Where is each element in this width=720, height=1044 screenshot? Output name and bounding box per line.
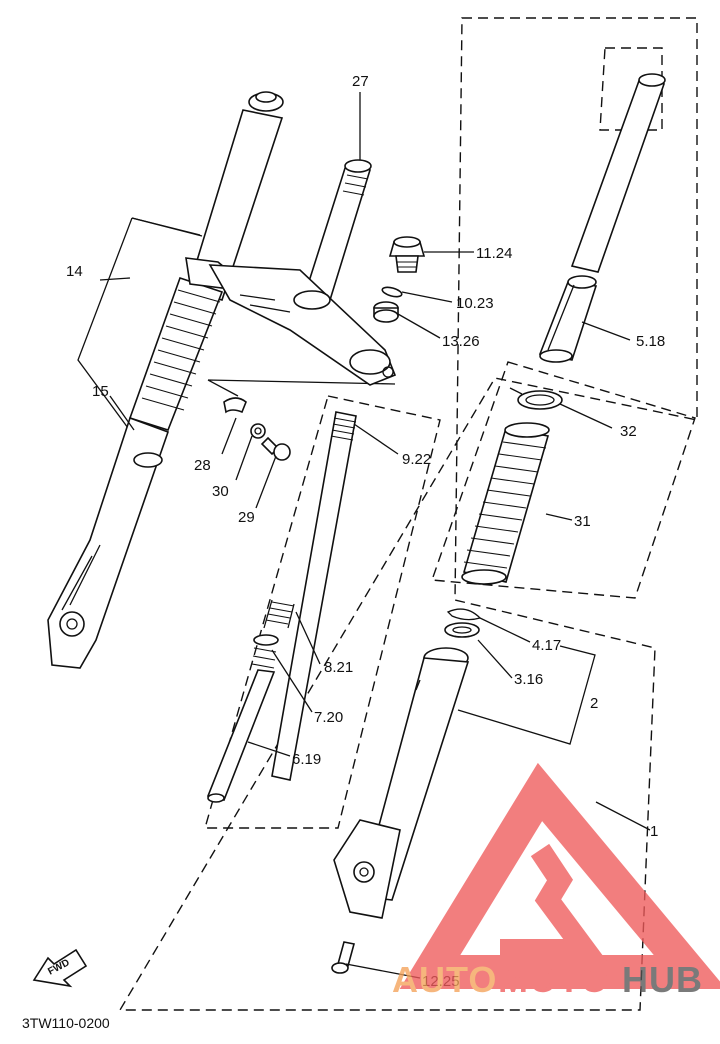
label-7: 7.20 bbox=[314, 709, 343, 726]
label-30: 30 bbox=[212, 483, 229, 500]
label-10: 10.23 bbox=[456, 295, 494, 312]
diagram-code: 3TW110-0200 bbox=[22, 1015, 110, 1031]
steering-stem-27 bbox=[208, 159, 397, 386]
fwd-arrow-icon: FWD bbox=[32, 948, 88, 988]
spring-8 bbox=[263, 599, 295, 629]
label-5: 5.18 bbox=[636, 333, 665, 350]
fork-boot-31 bbox=[461, 422, 550, 585]
spacer-13 bbox=[373, 301, 399, 323]
label-11: 11.24 bbox=[476, 245, 512, 262]
cap-bolt-11 bbox=[388, 236, 426, 273]
label-4: 4.17 bbox=[532, 637, 561, 654]
left-fork-assembly bbox=[47, 91, 284, 669]
clamp-ring-32 bbox=[509, 387, 563, 410]
label-15: 15 bbox=[92, 383, 109, 400]
automotohub-logo: AUTO MOTO HUB bbox=[392, 762, 720, 1000]
boot-outline bbox=[431, 361, 696, 599]
label-9: 9.22 bbox=[402, 451, 431, 468]
piston-ring-7 bbox=[251, 634, 279, 669]
label-29: 29 bbox=[238, 509, 255, 526]
label-31: 31 bbox=[574, 513, 591, 530]
logo-text-hub: HUB bbox=[622, 959, 703, 1000]
label-2: 2 bbox=[590, 695, 598, 712]
label-27: 27 bbox=[352, 73, 369, 90]
leader-lines bbox=[99, 92, 651, 979]
clip-28 bbox=[223, 397, 247, 414]
inner-tube-5 bbox=[538, 73, 666, 363]
logo-text-auto: AUTO bbox=[392, 959, 497, 1000]
label-3: 3.16 bbox=[514, 671, 543, 688]
label-14: 14 bbox=[66, 263, 83, 280]
o-ring-10 bbox=[381, 286, 403, 298]
fork-spring-9 bbox=[271, 411, 357, 781]
label-28: 28 bbox=[194, 457, 211, 474]
oil-seal-clip-4 bbox=[446, 608, 482, 621]
label-32: 32 bbox=[620, 423, 637, 440]
inner-tube-outline bbox=[599, 47, 663, 131]
damper-rod-6 bbox=[206, 669, 276, 803]
bolt-29 bbox=[260, 436, 291, 461]
assembly-outline-outer bbox=[118, 17, 698, 1011]
washer-30 bbox=[250, 423, 266, 439]
logo-text-moto: MOTO bbox=[498, 959, 609, 1000]
frame-14-path bbox=[77, 217, 396, 429]
outer-tube-1 bbox=[333, 647, 470, 919]
damper-rod-outline bbox=[204, 395, 441, 829]
label-6: 6.19 bbox=[292, 751, 321, 768]
label-13: 13.26 bbox=[442, 333, 480, 350]
drain-bolt-12 bbox=[331, 941, 355, 974]
frame-2-path bbox=[457, 645, 596, 745]
oil-seal-3 bbox=[444, 622, 480, 638]
label-8: 8.21 bbox=[324, 659, 353, 676]
label-1: 1 bbox=[650, 823, 658, 840]
